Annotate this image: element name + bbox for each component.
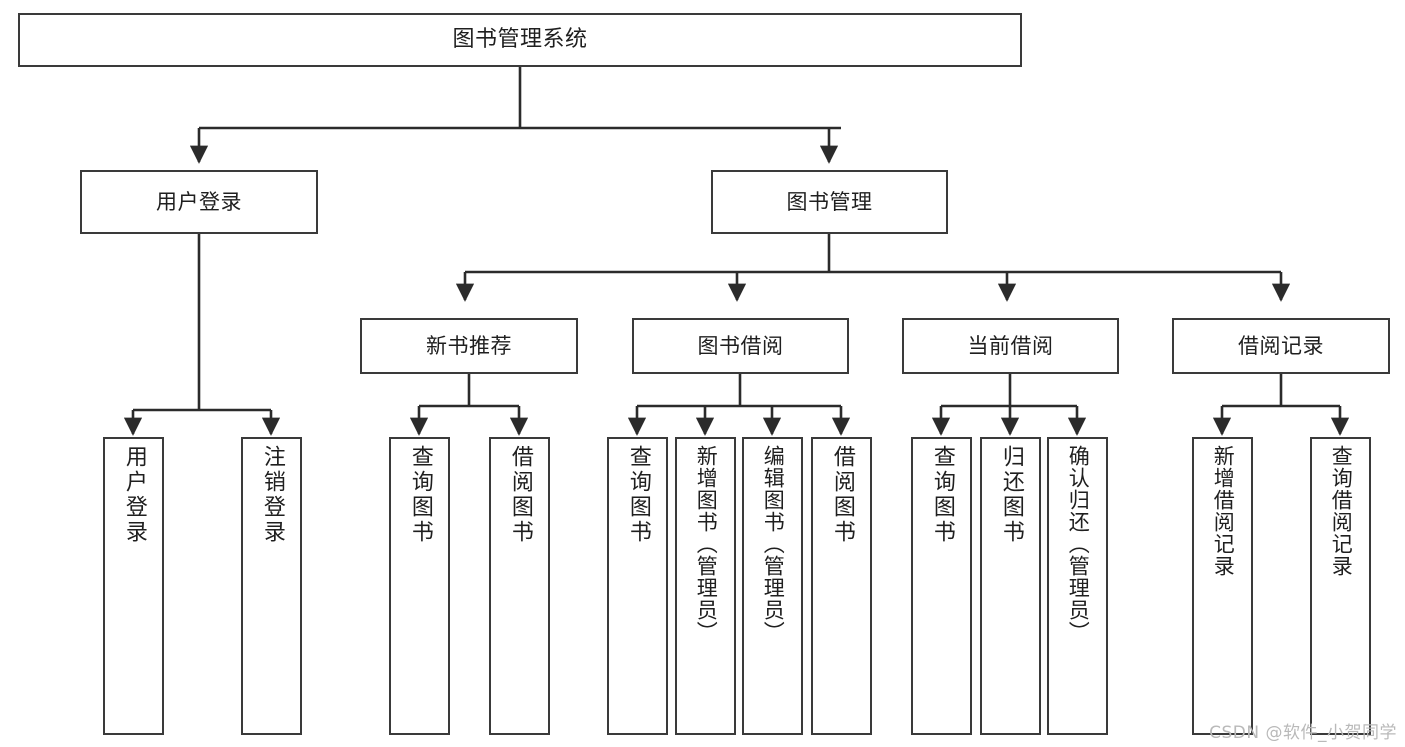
- leaf-record-add-record[interactable]: 新增借阅记录: [1192, 437, 1253, 735]
- leaf-recommend-borrow-book[interactable]: 借阅图书: [489, 437, 550, 735]
- leaf-current-query-book[interactable]: 查询图书: [911, 437, 972, 735]
- node-label: 新书推荐: [426, 333, 512, 358]
- leaf-borrow-query-book[interactable]: 查询图书: [607, 437, 668, 735]
- node-label: 注销登录: [259, 445, 285, 545]
- node-label: 用户登录: [121, 445, 147, 545]
- leaf-borrow-edit-book-admin[interactable]: 编辑图书（管理员）: [742, 437, 803, 735]
- node-new-book-recommend[interactable]: 新书推荐: [360, 318, 578, 374]
- node-label: 借阅记录: [1238, 333, 1324, 358]
- node-book-management[interactable]: 图书管理: [711, 170, 948, 234]
- node-label: 确认归还（管理员）: [1066, 445, 1091, 643]
- node-label: 查询借阅记录: [1329, 445, 1354, 577]
- node-label: 借阅图书: [507, 445, 533, 545]
- leaf-current-confirm-return-admin[interactable]: 确认归还（管理员）: [1047, 437, 1108, 735]
- leaf-borrow-borrow-book[interactable]: 借阅图书: [811, 437, 872, 735]
- leaf-user-login-signout[interactable]: 注销登录: [241, 437, 302, 735]
- node-root-system[interactable]: 图书管理系统: [18, 13, 1022, 67]
- node-book-borrow[interactable]: 图书借阅: [632, 318, 849, 374]
- node-label: 归还图书: [998, 445, 1024, 545]
- node-label: 查询图书: [929, 445, 955, 545]
- leaf-record-query-record[interactable]: 查询借阅记录: [1310, 437, 1371, 735]
- node-user-login[interactable]: 用户登录: [80, 170, 318, 234]
- node-label: 编辑图书（管理员）: [761, 445, 786, 643]
- node-label: 新增图书（管理员）: [694, 445, 719, 643]
- leaf-recommend-query-book[interactable]: 查询图书: [389, 437, 450, 735]
- leaf-borrow-add-book-admin[interactable]: 新增图书（管理员）: [675, 437, 736, 735]
- node-label: 查询图书: [407, 445, 433, 545]
- node-label: 借阅图书: [829, 445, 855, 545]
- node-label: 查询图书: [625, 445, 651, 545]
- node-current-borrow[interactable]: 当前借阅: [902, 318, 1119, 374]
- leaf-user-login-signin[interactable]: 用户登录: [103, 437, 164, 735]
- node-label: 图书管理系统: [452, 27, 588, 53]
- node-label: 新增借阅记录: [1211, 445, 1236, 577]
- node-label: 用户登录: [156, 189, 242, 214]
- node-label: 图书借阅: [697, 333, 784, 358]
- node-label: 图书管理: [786, 189, 873, 214]
- node-label: 当前借阅: [967, 333, 1054, 358]
- watermark: CSDN @软件_小贺同学: [1209, 723, 1397, 743]
- leaf-current-return-book[interactable]: 归还图书: [980, 437, 1041, 735]
- node-borrow-record[interactable]: 借阅记录: [1172, 318, 1390, 374]
